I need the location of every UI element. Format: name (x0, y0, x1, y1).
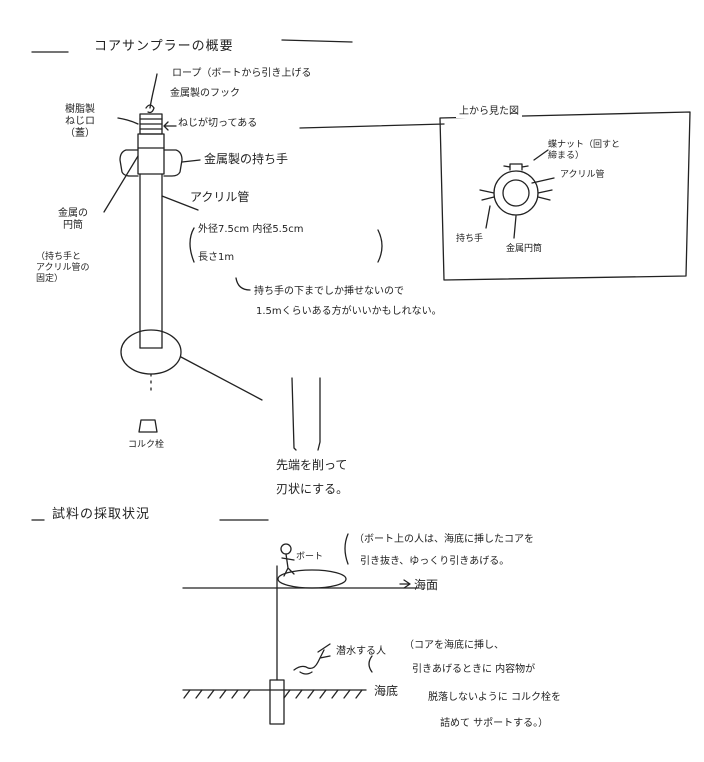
seabed-hatch (183, 689, 363, 699)
boat-person-body (281, 553, 295, 577)
label-cylinder: 金属の 円筒 (58, 208, 88, 231)
scene-diver-note-line2: 引きあげるときに 内容物が (412, 664, 536, 675)
boat-person-head (280, 543, 292, 555)
leader-note (235, 277, 251, 291)
header-rule-right (281, 39, 353, 43)
rope (149, 73, 158, 109)
topview-outer-ring (493, 170, 539, 216)
core-in-seabed (269, 679, 285, 725)
top-view-connector (299, 123, 445, 129)
scene-diver-note-line3: 脱落しないように コルク栓を (428, 692, 561, 703)
scene-label-sea-surface: 海面 (414, 578, 439, 592)
label-note-line1: 持ち手の下までしか挿せないので (254, 286, 404, 297)
scene-boat-note-line1: （ボート上の人は、海底に挿したコアを (354, 534, 534, 545)
dims-bracket-left (189, 227, 195, 263)
topview-handle-left (479, 189, 495, 201)
scene-label-boat: ボート (296, 552, 324, 562)
label-handle: 金属製の持ち手 (204, 152, 289, 166)
cork-shape (138, 419, 158, 433)
label-cap: 樹脂製 ねじロ （蓋） (65, 104, 95, 139)
scene-title: 試料の採取状況 (52, 507, 151, 522)
label-tip-line1: 先端を削って (276, 458, 348, 472)
handle-right-shape (163, 149, 183, 177)
topview-label-acrylic: アクリル管 (560, 170, 605, 180)
label-rope: ロープ（ボートから引き上げる (172, 68, 312, 79)
hook-shape (145, 104, 155, 114)
top-view-frame (439, 111, 691, 281)
scene-label-diver: 潜水する人 (336, 646, 386, 657)
scene-label-seabed: 海底 (374, 684, 399, 698)
diver-shape (293, 643, 331, 675)
leader-thread (163, 121, 177, 131)
label-dims-line1: 外径7.5cm 内径5.5cm (198, 224, 304, 235)
magnifier-leader (180, 356, 263, 401)
topview-inner-ring (502, 179, 530, 207)
boat-shape (277, 569, 347, 589)
enlarged-tip-shape (291, 377, 321, 451)
topview-title: 上から見た図 (456, 106, 522, 118)
topview-handle-right (537, 189, 553, 201)
label-acrylic: アクリル管 (190, 190, 250, 204)
label-dims-line2: 長さ1m (198, 252, 235, 263)
handle-left-shape (119, 149, 139, 177)
leader-cylinder (103, 155, 139, 213)
leader-cap (117, 117, 139, 125)
topview-label-cylinder: 金属円筒 (506, 244, 543, 254)
label-thread: ねじが切ってある (178, 118, 258, 129)
tip-magnifier-circle (120, 329, 182, 375)
topview-label-wingnut: 蝶ナット（回すと 締まる） (548, 140, 621, 161)
label-cork: コルク栓 (128, 440, 165, 450)
label-fix-note: （持ち手と アクリル管の 固定） (36, 252, 90, 284)
scene-boat-note-line2: 引き抜き、ゆっくり引きあげる。 (360, 556, 510, 567)
scene-diver-note-line1: （コアを海底に挿し、 (404, 640, 504, 651)
topview-wingnut (503, 163, 529, 171)
leader-handle (181, 159, 201, 163)
label-note-line2: 1.5mくらいある方がいいかもしれない。 (256, 306, 442, 317)
scene-diver-note-line4: 詰めて サポートする。） (440, 718, 549, 729)
dims-bracket-right (377, 229, 383, 263)
metal-cylinder-shape (137, 133, 165, 175)
topview-label-handle: 持ち手 (456, 234, 484, 244)
label-hook: 金属製のフック (170, 88, 240, 99)
label-tip-line2: 刃状にする。 (276, 482, 349, 496)
page-title: コアサンプラーの概要 (94, 39, 234, 54)
leader-acrylic (161, 195, 199, 211)
